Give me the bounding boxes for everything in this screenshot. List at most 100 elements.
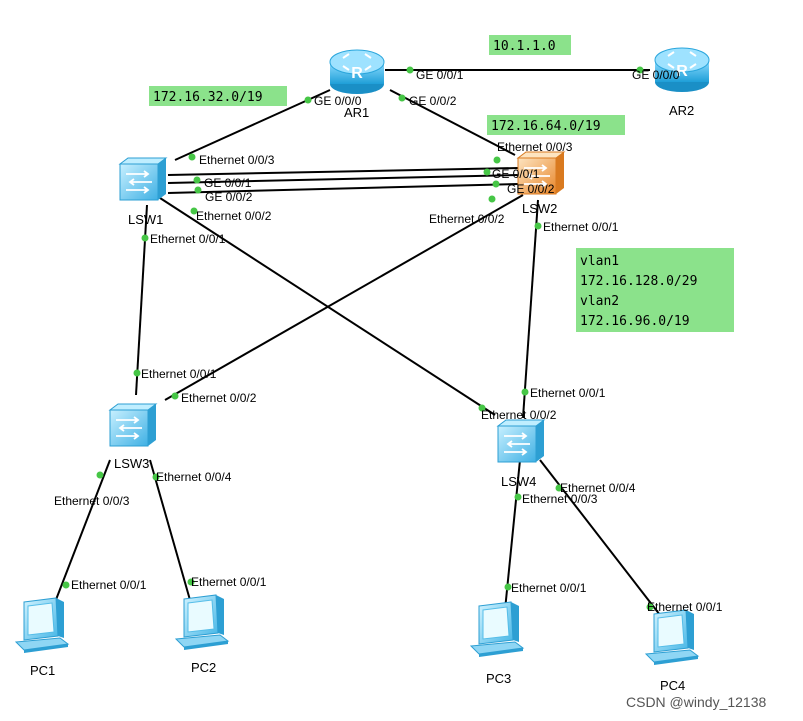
vlan1-label: vlan1 bbox=[580, 254, 619, 269]
port-label: GE 0/0/0 bbox=[632, 68, 680, 82]
link-lsw1-lsw2-ge1 bbox=[167, 174, 519, 184]
port-label: Ethernet 0/0/1 bbox=[71, 578, 147, 592]
port-label: Ethernet 0/0/2 bbox=[196, 209, 272, 223]
port-dot bbox=[514, 493, 522, 501]
network-label-vlans: vlan1 172.16.128.0/29 vlan2 172.16.96.0/… bbox=[576, 248, 734, 332]
device-label-ar1: AR1 bbox=[344, 105, 369, 120]
port-dot bbox=[96, 471, 104, 479]
watermark: CSDN @windy_12138 bbox=[626, 694, 766, 710]
port-dot bbox=[492, 180, 500, 188]
switch-lsw3[interactable]: LSW3 bbox=[109, 403, 157, 471]
port-label: GE 0/0/1 bbox=[204, 176, 252, 190]
port-dot bbox=[193, 176, 201, 184]
port-dot bbox=[190, 207, 198, 215]
pc-pc3[interactable]: PC3 bbox=[470, 601, 524, 686]
pc-icon bbox=[175, 594, 229, 651]
links bbox=[51, 69, 661, 616]
link-ar1-lsw1 bbox=[174, 89, 331, 161]
port-dot bbox=[636, 66, 644, 74]
switch-icon bbox=[497, 419, 545, 463]
switch-icon bbox=[109, 403, 157, 447]
port-label: Ethernet 0/0/1 bbox=[543, 220, 619, 234]
port-dot bbox=[493, 156, 501, 164]
link-lsw1-lsw2-e bbox=[167, 167, 519, 176]
pc-icon bbox=[15, 597, 69, 654]
network-label-ar1-lsw1: 172.16.32.0/19 bbox=[149, 86, 287, 106]
router-ar1[interactable]: AR1 bbox=[329, 49, 385, 120]
port-dot bbox=[646, 603, 654, 611]
port-dot bbox=[187, 578, 195, 586]
vlan2-label: vlan2 bbox=[580, 294, 619, 309]
port-dot bbox=[488, 195, 496, 203]
switch-lsw1[interactable]: LSW1 bbox=[119, 157, 167, 227]
vlan1-subnet: 172.16.128.0/29 bbox=[580, 274, 697, 289]
port-dot bbox=[406, 66, 414, 74]
port-label: GE 0/0/2 bbox=[507, 182, 555, 196]
switch-lsw4[interactable]: LSW4 bbox=[497, 419, 545, 489]
link-lsw2-lsw4 bbox=[522, 199, 539, 419]
port-label: Ethernet 0/0/3 bbox=[199, 153, 275, 167]
pc-icon bbox=[470, 601, 524, 658]
router-ar2[interactable]: AR2 bbox=[654, 47, 710, 118]
port-label: Ethernet 0/0/2 bbox=[181, 391, 257, 405]
port-label: Ethernet 0/0/4 bbox=[156, 470, 232, 484]
network-ar1-lsw2-text: 172.16.64.0/19 bbox=[491, 119, 601, 134]
port-label: GE 0/0/1 bbox=[492, 167, 540, 181]
port-dot bbox=[62, 581, 70, 589]
port-dot bbox=[504, 583, 512, 591]
port-label: Ethernet 0/0/1 bbox=[141, 367, 217, 381]
device-label-lsw4: LSW4 bbox=[501, 474, 536, 489]
port-label: Ethernet 0/0/1 bbox=[530, 386, 606, 400]
port-label: Ethernet 0/0/3 bbox=[522, 492, 598, 506]
link-lsw1-lsw2-ge2 bbox=[167, 183, 519, 194]
port-dot bbox=[534, 222, 542, 230]
device-label-pc1: PC1 bbox=[30, 663, 55, 678]
network-wan-text: 10.1.1.0 bbox=[493, 39, 556, 54]
device-label-pc4: PC4 bbox=[660, 678, 685, 693]
port-label: Ethernet 0/0/1 bbox=[511, 581, 587, 595]
port-dot bbox=[152, 473, 160, 481]
network-label-wan: 10.1.1.0 bbox=[489, 35, 571, 55]
port-label: Ethernet 0/0/3 bbox=[54, 494, 130, 508]
device-label-lsw2: LSW2 bbox=[522, 201, 557, 216]
port-dot bbox=[521, 388, 529, 396]
pc-pc1[interactable]: PC1 bbox=[15, 597, 69, 678]
port-label: Ethernet 0/0/2 bbox=[481, 408, 557, 422]
port-dot bbox=[171, 392, 179, 400]
port-label: Ethernet 0/0/4 bbox=[560, 481, 636, 495]
switch-icon bbox=[119, 157, 167, 201]
router-icon bbox=[329, 49, 385, 95]
port-label: GE 0/0/1 bbox=[416, 68, 464, 82]
switch-lsw2[interactable]: LSW2 bbox=[517, 151, 565, 216]
port-dot bbox=[188, 153, 196, 161]
port-dot bbox=[194, 186, 202, 194]
network-ar1-lsw1-text: 172.16.32.0/19 bbox=[153, 90, 263, 105]
port-label: Ethernet 0/0/1 bbox=[150, 232, 226, 246]
port-label: Ethernet 0/0/2 bbox=[429, 212, 505, 226]
link-lsw3-pc2 bbox=[149, 459, 191, 601]
port-dot bbox=[141, 234, 149, 242]
port-dots bbox=[62, 66, 654, 611]
pc-pc4[interactable]: PC4 bbox=[645, 609, 699, 693]
port-label: Ethernet 0/0/1 bbox=[191, 575, 267, 589]
port-label: GE 0/0/2 bbox=[205, 190, 253, 204]
device-label-pc3: PC3 bbox=[486, 671, 511, 686]
port-dot bbox=[478, 404, 486, 412]
port-labels: GE 0/0/1 GE 0/0/0 GE 0/0/0 GE 0/0/2 Ethe… bbox=[54, 68, 723, 614]
port-dot bbox=[555, 484, 563, 492]
link-lsw2-lsw3 bbox=[164, 194, 524, 401]
link-lsw3-pc1 bbox=[51, 459, 111, 611]
port-dot bbox=[304, 96, 312, 104]
port-label: Ethernet 0/0/3 bbox=[497, 140, 573, 154]
link-ar1-lsw2 bbox=[389, 89, 516, 156]
port-label: GE 0/0/2 bbox=[409, 94, 457, 108]
device-label-lsw3: LSW3 bbox=[114, 456, 149, 471]
network-label-ar1-lsw2: 172.16.64.0/19 bbox=[487, 115, 625, 135]
port-label: GE 0/0/0 bbox=[314, 94, 362, 108]
device-label-ar2: AR2 bbox=[669, 103, 694, 118]
pc-icon bbox=[645, 609, 699, 666]
port-dot bbox=[133, 369, 141, 377]
pc-pc2[interactable]: PC2 bbox=[175, 594, 229, 675]
